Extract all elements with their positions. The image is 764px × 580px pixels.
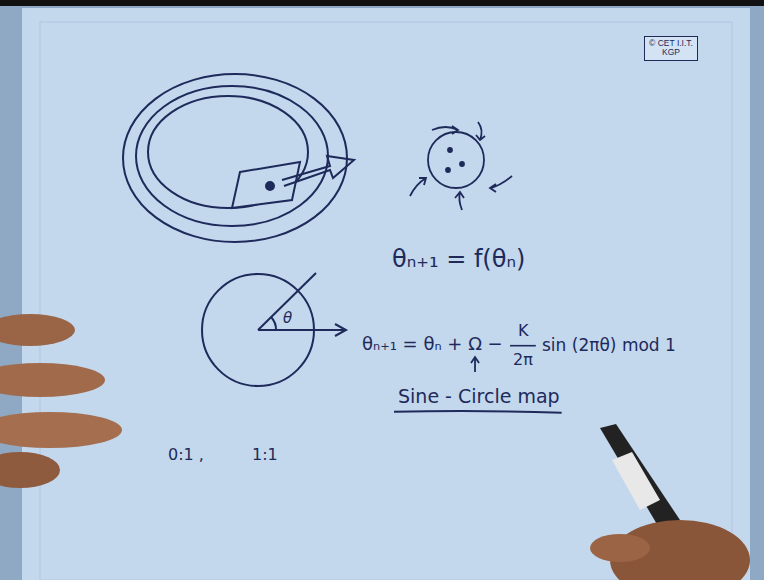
circle-outline [200,272,316,388]
fraction-bar [510,345,536,347]
orbit-inner [148,96,308,208]
map-name: Sine - Circle map [398,386,560,408]
lecturer-hand [0,314,750,580]
sine-term: sin (2πθ) mod 1 [542,336,676,356]
top-band [0,0,764,6]
fraction-denominator: 2π [513,351,533,369]
paper-margin [40,22,732,580]
orbit-outer [123,74,347,242]
horizontal-axis [258,329,345,331]
angle-arc [271,317,276,330]
copyright-stamp: © CET I.I.T. KGP [644,36,698,61]
return-map-sketch [410,122,512,210]
circle-shape [202,274,314,386]
stamp-text: © CET I.I.T. KGP [649,39,693,58]
axis-arrowhead [335,324,346,336]
winding-ratio: 1:1 [252,446,278,464]
nested-orbits [123,74,354,242]
finger [0,412,122,448]
pointer-arrow [474,358,476,372]
orbit-middle [136,86,328,226]
sine-circle-equation: θₙ₊₁ = θₙ + Ω − [362,334,503,355]
pointer-arrowhead [471,357,479,363]
angle-symbol: θ [283,309,292,327]
map-equation: θₙ₊₁ = f(θₙ) [392,246,525,274]
winding-ratio: 0:1 , [168,446,204,464]
underline [394,411,562,413]
paper-sheet [22,8,750,580]
hollow-arrow [282,156,354,186]
finger [590,534,650,562]
finger [0,363,105,397]
small-circle [428,132,484,188]
unit-circle: θ [200,272,316,388]
section-point [266,182,274,190]
marker-label [612,452,660,510]
angle-sketch [258,273,346,336]
finger [0,314,75,346]
finger [0,452,60,488]
fraction-numerator: K [518,322,529,340]
